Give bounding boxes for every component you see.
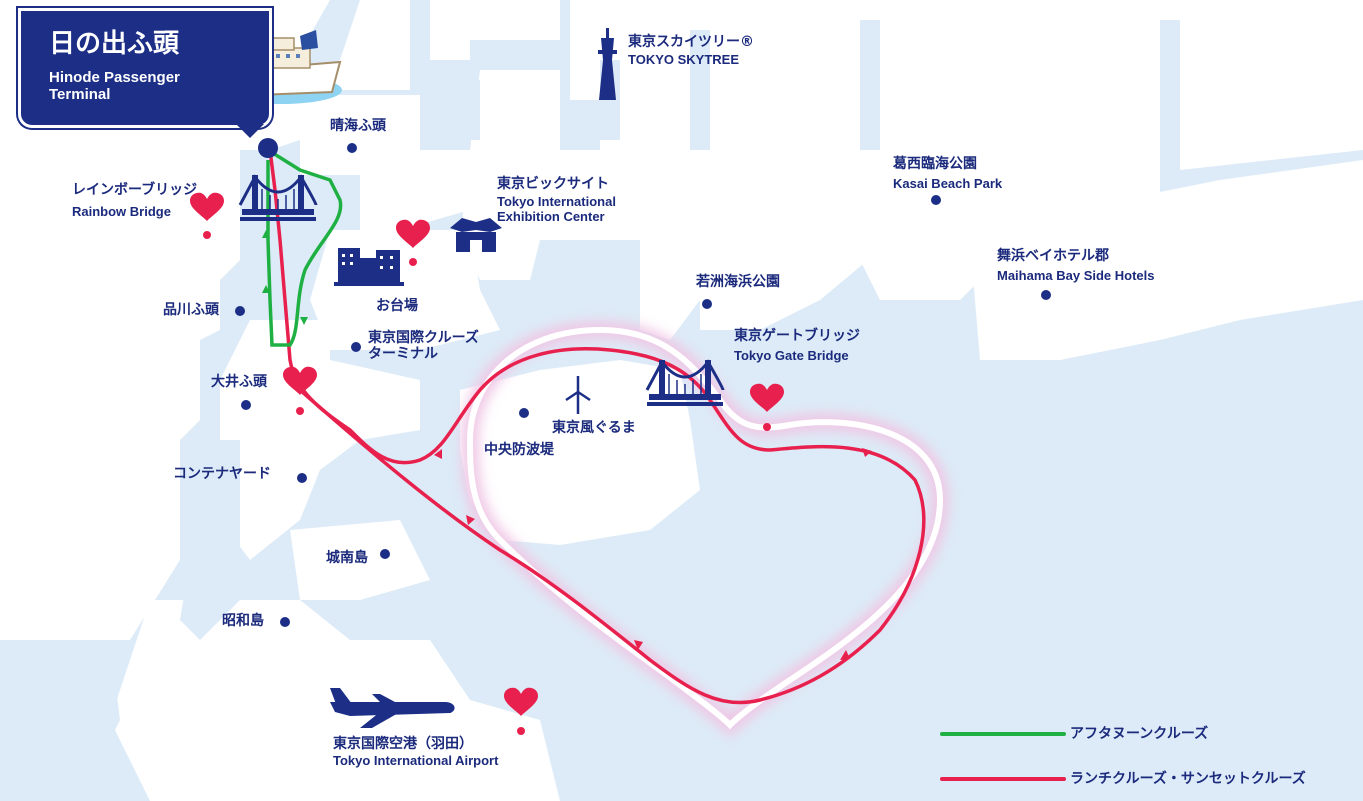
- haneda-label-en: Tokyo International Airport: [333, 753, 499, 768]
- kasai-label-en: Kasai Beach Park: [893, 176, 1003, 191]
- big-sight-label-en: Tokyo International Exhibition Center: [497, 194, 616, 224]
- skytree-label-jp: 東京スカイツリー®: [628, 34, 754, 50]
- title-box-pointer: [236, 124, 264, 138]
- gate-bridge-label-jp: 東京ゲートブリッジ: [734, 328, 860, 344]
- harumi-label: 晴海ふ頭: [330, 118, 386, 134]
- heart-course-outline: [466, 326, 944, 730]
- maihama-label-en: Maihama Bay Side Hotels: [997, 268, 1155, 283]
- wakasu-label: 若洲海浜公園: [696, 274, 780, 290]
- haneda-label-jp: 東京国際空港（羽田）: [333, 736, 473, 752]
- terminal-marker: [258, 138, 278, 158]
- location-dots: [235, 143, 1051, 627]
- odaiba-label: お台場: [376, 298, 418, 314]
- skytree-icon: [598, 28, 617, 100]
- showajima-label: 昭和島: [222, 613, 264, 629]
- legend-afternoon-label: アフタヌーンクルーズ: [1070, 726, 1209, 742]
- airplane-icon: [330, 688, 455, 728]
- container-yard-label: コンテナヤード: [173, 466, 271, 482]
- shinagawa-label: 品川ふ頭: [163, 302, 219, 318]
- jonanjima-label: 城南島: [326, 550, 368, 566]
- afternoon-route-arrows: [262, 230, 308, 325]
- big-sight-label-jp: 東京ビックサイト: [497, 176, 609, 192]
- gate-bridge-label-en: Tokyo Gate Bridge: [734, 348, 849, 363]
- lunch-sunset-route: [268, 149, 926, 705]
- legend-afternoon-swatch: [940, 732, 1066, 736]
- cruise-terminal-label: 東京国際クルーズ ターミナル: [368, 330, 479, 362]
- terminal-title-box: 日の出ふ頭 Hinode Passenger Terminal: [18, 8, 272, 128]
- heart-spot-icon: [190, 192, 784, 735]
- afternoon-route: [266, 148, 343, 347]
- legend-lunch-sunset-swatch: [940, 777, 1066, 781]
- odaiba-buildings-icon: [334, 248, 404, 286]
- rainbow-bridge-icon: [238, 173, 318, 223]
- rainbow-bridge-label-jp: レインボーブリッジ: [72, 182, 198, 198]
- route-arrows: [434, 448, 872, 660]
- exhibition-center-icon: [450, 218, 502, 252]
- wind-label: 東京風ぐるま: [552, 420, 636, 436]
- terminal-name-jp: 日の出ふ頭: [49, 29, 180, 59]
- breakwater-label: 中央防波堤: [484, 442, 554, 458]
- skytree-label-en: TOKYO SKYTREE: [628, 52, 740, 67]
- kasai-label-jp: 葛西臨海公園: [893, 156, 977, 172]
- legend-lunch-sunset-label: ランチクルーズ・サンセットクルーズ: [1070, 771, 1306, 787]
- wind-turbine-icon: [565, 376, 591, 414]
- maihama-label-jp: 舞浜ベイホテル郡: [997, 248, 1109, 264]
- oi-label: 大井ふ頭: [211, 374, 267, 390]
- terminal-name-en: Hinode Passenger Terminal: [49, 69, 180, 103]
- rainbow-bridge-label-en: Rainbow Bridge: [72, 204, 171, 219]
